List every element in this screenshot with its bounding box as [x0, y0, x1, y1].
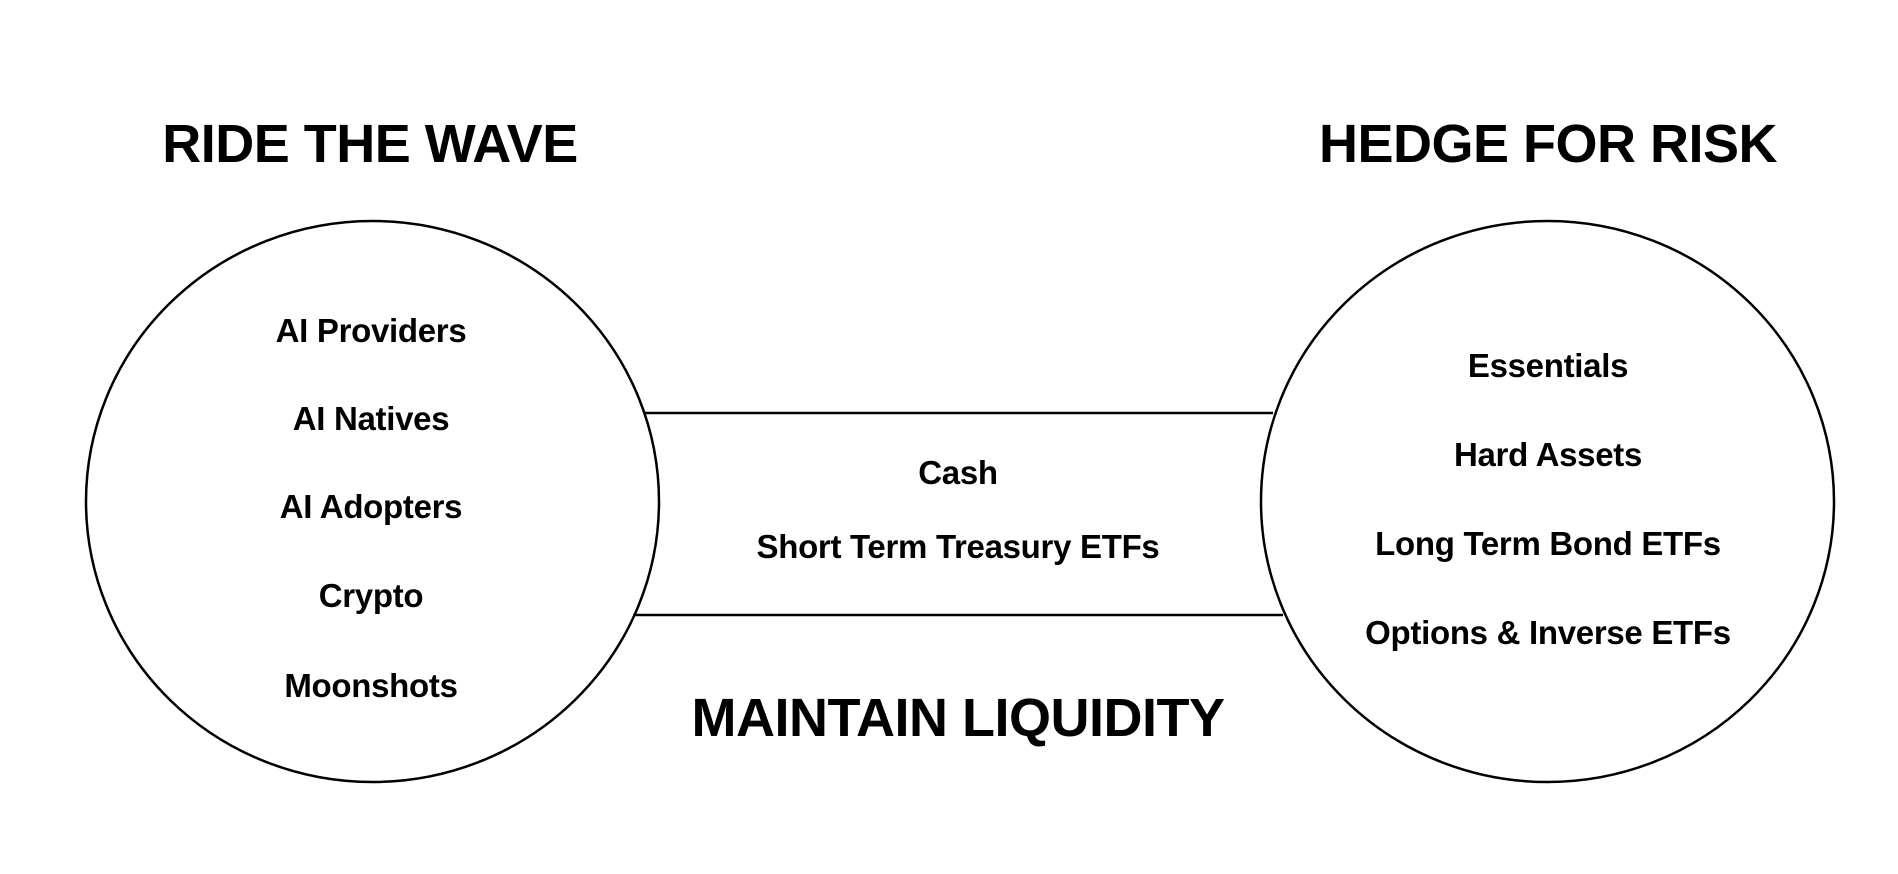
- left-item-ai-providers: AI Providers: [276, 312, 467, 349]
- left-item-moonshots: Moonshots: [284, 667, 457, 704]
- left-item-ai-natives: AI Natives: [293, 400, 450, 437]
- bridge-title: MAINTAIN LIQUIDITY: [692, 688, 1225, 748]
- right-item-hard-assets: Hard Assets: [1454, 436, 1642, 473]
- right-group-title: HEDGE FOR RISK: [1319, 114, 1778, 174]
- right-item-options-inverse-etfs: Options & Inverse ETFs: [1365, 614, 1731, 651]
- bridge-item-short-term-treasury-etfs: Short Term Treasury ETFs: [757, 528, 1160, 565]
- bridge-item-cash: Cash: [918, 454, 998, 491]
- right-item-long-term-bond-etfs: Long Term Bond ETFs: [1375, 525, 1721, 562]
- left-group-title: RIDE THE WAVE: [162, 114, 578, 174]
- left-item-crypto: Crypto: [319, 577, 424, 614]
- left-circle: [84, 219, 661, 784]
- right-item-essentials: Essentials: [1468, 347, 1628, 384]
- left-item-ai-adopters: AI Adopters: [280, 488, 463, 525]
- right-circle: [1259, 219, 1836, 784]
